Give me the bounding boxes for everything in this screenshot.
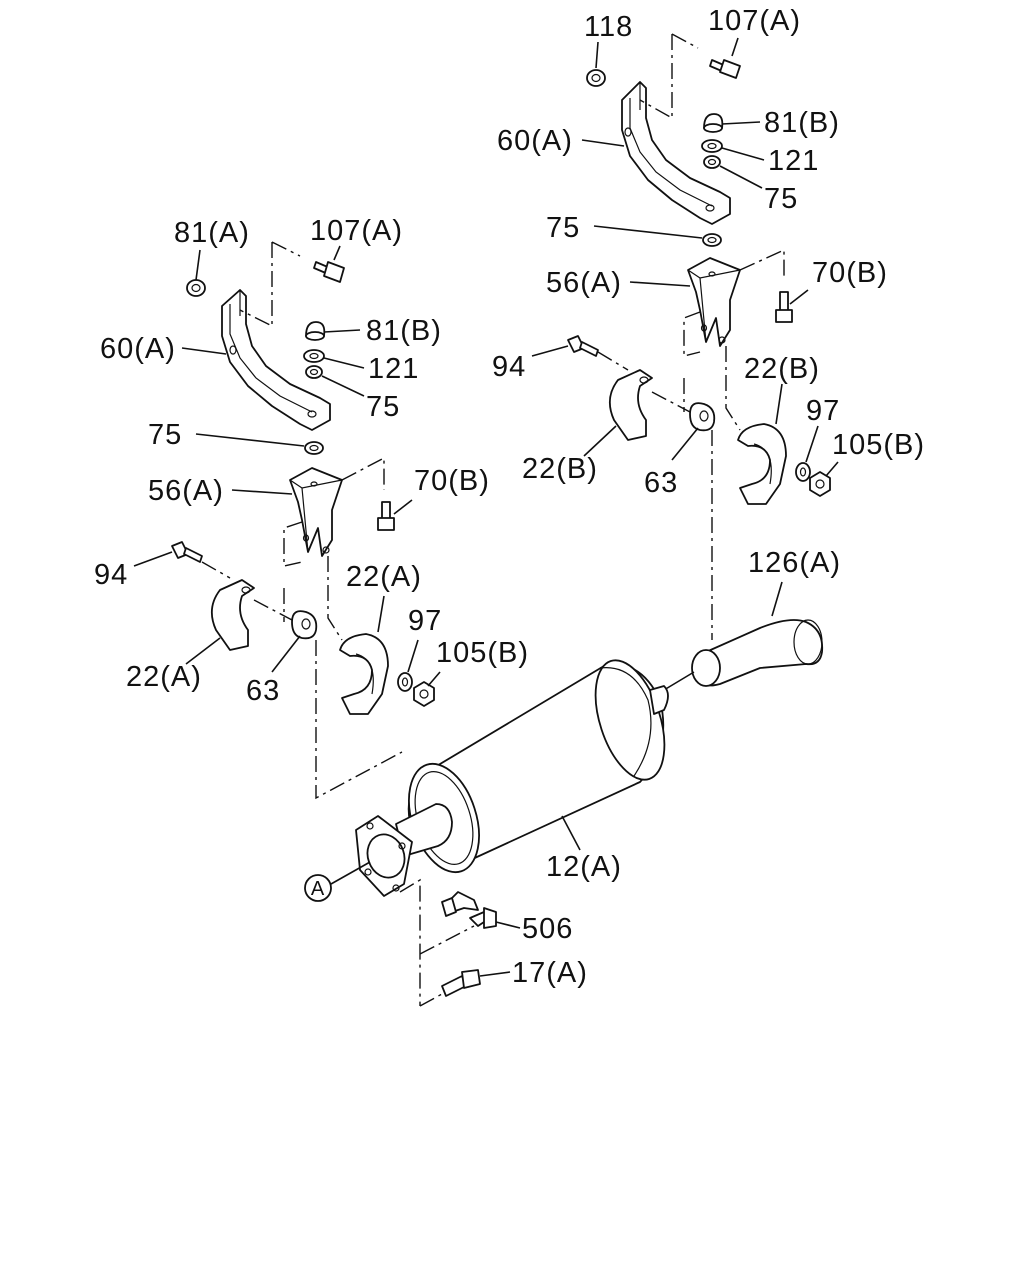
label-56a-right: 56(A) — [546, 267, 622, 299]
right-hanger-assembly — [567, 33, 831, 640]
label-12a: 12(A) — [546, 851, 622, 883]
hanger-56a-right — [687, 257, 741, 347]
muffler-12a — [395, 659, 669, 874]
tailpipe-126a — [691, 619, 824, 687]
label-81b-right: 81(B) — [764, 107, 840, 139]
washer-97-right — [795, 462, 811, 482]
leader-lines — [133, 37, 839, 977]
label-75-right-upper: 75 — [764, 183, 798, 215]
nut-75-left-lower — [304, 441, 324, 455]
label-60a-right: 60(A) — [497, 125, 573, 157]
bracket-60a-right — [621, 81, 731, 225]
capnut-81b-left — [305, 321, 326, 341]
nut-105b-left — [413, 681, 435, 707]
clamp-22b-right-left-half — [608, 369, 653, 441]
reference-marker-a: A — [304, 861, 371, 902]
clamp-22a-left-left-half — [210, 579, 255, 651]
label-63-right: 63 — [644, 467, 678, 499]
label-75-left-lower: 75 — [148, 419, 182, 451]
bolt-94-right — [567, 335, 599, 357]
label-506: 506 — [522, 913, 573, 945]
part-labels: 118 107(A) 81(B) 60(A) 121 75 75 56(A) 7… — [94, 5, 925, 989]
label-97-right: 97 — [806, 395, 840, 427]
label-17a: 17(A) — [512, 957, 588, 989]
bolt-70b-left — [377, 501, 395, 531]
label-94-right: 94 — [492, 351, 526, 383]
clamp-22a-left-right-half — [339, 633, 389, 715]
hanger-56a-left — [289, 467, 343, 557]
label-22a-left-upper: 22(A) — [346, 561, 422, 593]
label-60a-left: 60(A) — [100, 333, 176, 365]
reference-marker-label: A — [311, 878, 325, 900]
label-70b-right: 70(B) — [812, 257, 888, 289]
bolt-107a-left — [313, 261, 345, 283]
label-22a-left-lower: 22(A) — [126, 661, 202, 693]
washer-121-right — [701, 139, 723, 153]
label-118: 118 — [584, 11, 633, 43]
left-hanger-assembly — [171, 241, 435, 800]
bolt-70b-right — [775, 291, 793, 323]
label-56a-left: 56(A) — [148, 475, 224, 507]
label-75-right-lower: 75 — [546, 212, 580, 244]
rubber-63-right — [689, 402, 716, 432]
label-63-left: 63 — [246, 675, 280, 707]
label-121-left: 121 — [368, 353, 419, 385]
washer-121-left — [303, 349, 325, 363]
bolt-94-left — [171, 541, 203, 563]
bolt-17a — [441, 969, 481, 997]
label-107a-left: 107(A) — [310, 215, 403, 247]
label-75-left-upper: 75 — [366, 391, 400, 423]
bolt-506 — [441, 891, 497, 929]
bolt-107a-right — [709, 59, 741, 79]
label-97-left: 97 — [408, 605, 442, 637]
label-81b-left: 81(B) — [366, 315, 442, 347]
nut-105b-right — [809, 471, 831, 497]
label-70b-left: 70(B) — [414, 465, 490, 497]
label-22b-right-upper: 22(B) — [744, 353, 820, 385]
label-81a-left: 81(A) — [174, 217, 250, 249]
clamp-22b-right-right-half — [737, 423, 787, 505]
nut-75-right-upper — [703, 155, 721, 169]
nut-118 — [586, 69, 606, 87]
label-105b-left: 105(B) — [436, 637, 529, 669]
label-126a: 126(A) — [748, 547, 841, 579]
label-121-right: 121 — [768, 145, 819, 177]
nut-75-left-upper — [305, 365, 323, 379]
label-107a-right: 107(A) — [708, 5, 801, 37]
capnut-81b-right — [703, 113, 724, 133]
nut-81a-left — [186, 279, 206, 297]
nut-75-right-lower — [702, 233, 722, 247]
label-105b-right: 105(B) — [832, 429, 925, 461]
label-94-left: 94 — [94, 559, 128, 591]
washer-97-left — [397, 672, 413, 692]
bracket-60a-left — [221, 289, 331, 431]
inlet-flange — [355, 815, 413, 897]
label-22b-right-lower: 22(B) — [522, 453, 598, 485]
rubber-63-left — [291, 610, 318, 640]
